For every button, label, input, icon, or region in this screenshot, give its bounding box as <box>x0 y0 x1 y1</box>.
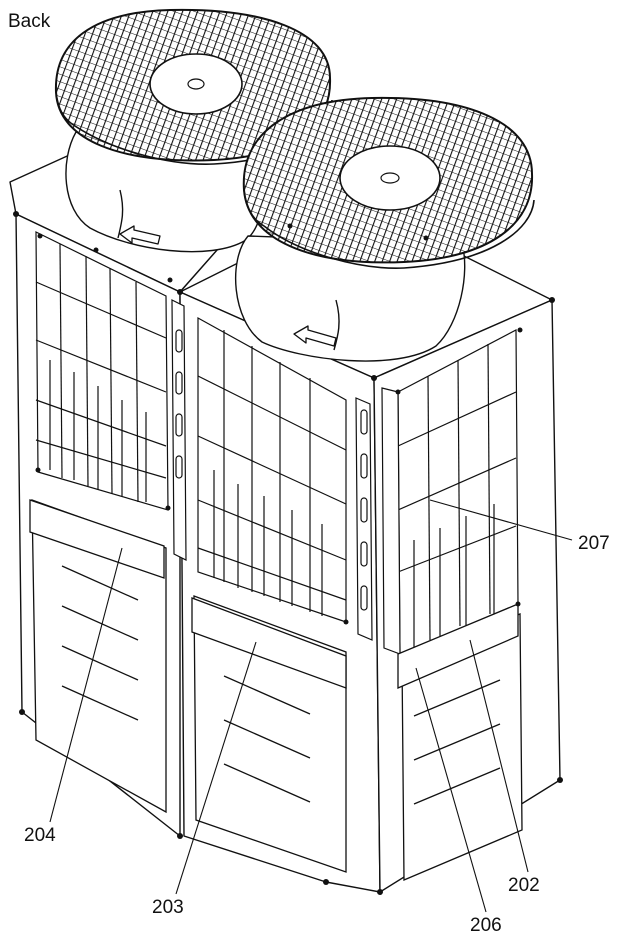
callout-206: 206 <box>470 915 502 936</box>
leader-204 <box>49 547 123 823</box>
louver-panel-icon <box>397 603 523 881</box>
corner-post <box>381 387 401 655</box>
view-label: Back <box>8 11 51 32</box>
louver-panel-icon <box>29 499 167 814</box>
wire-guard-icon <box>197 316 347 623</box>
fan-guard-icon <box>242 96 535 269</box>
airflow-arrow-icon <box>119 225 161 245</box>
callout-202: 202 <box>508 875 540 896</box>
callout-204: 204 <box>24 825 56 846</box>
callout-203: 203 <box>152 897 184 918</box>
leader-203 <box>175 641 257 895</box>
airflow-arrow-icon <box>293 325 337 347</box>
leader-207 <box>429 499 573 541</box>
louver-panel-icon <box>191 595 347 873</box>
leader-202 <box>469 639 529 873</box>
leader-206 <box>415 667 487 913</box>
callout-207: 207 <box>578 533 610 554</box>
